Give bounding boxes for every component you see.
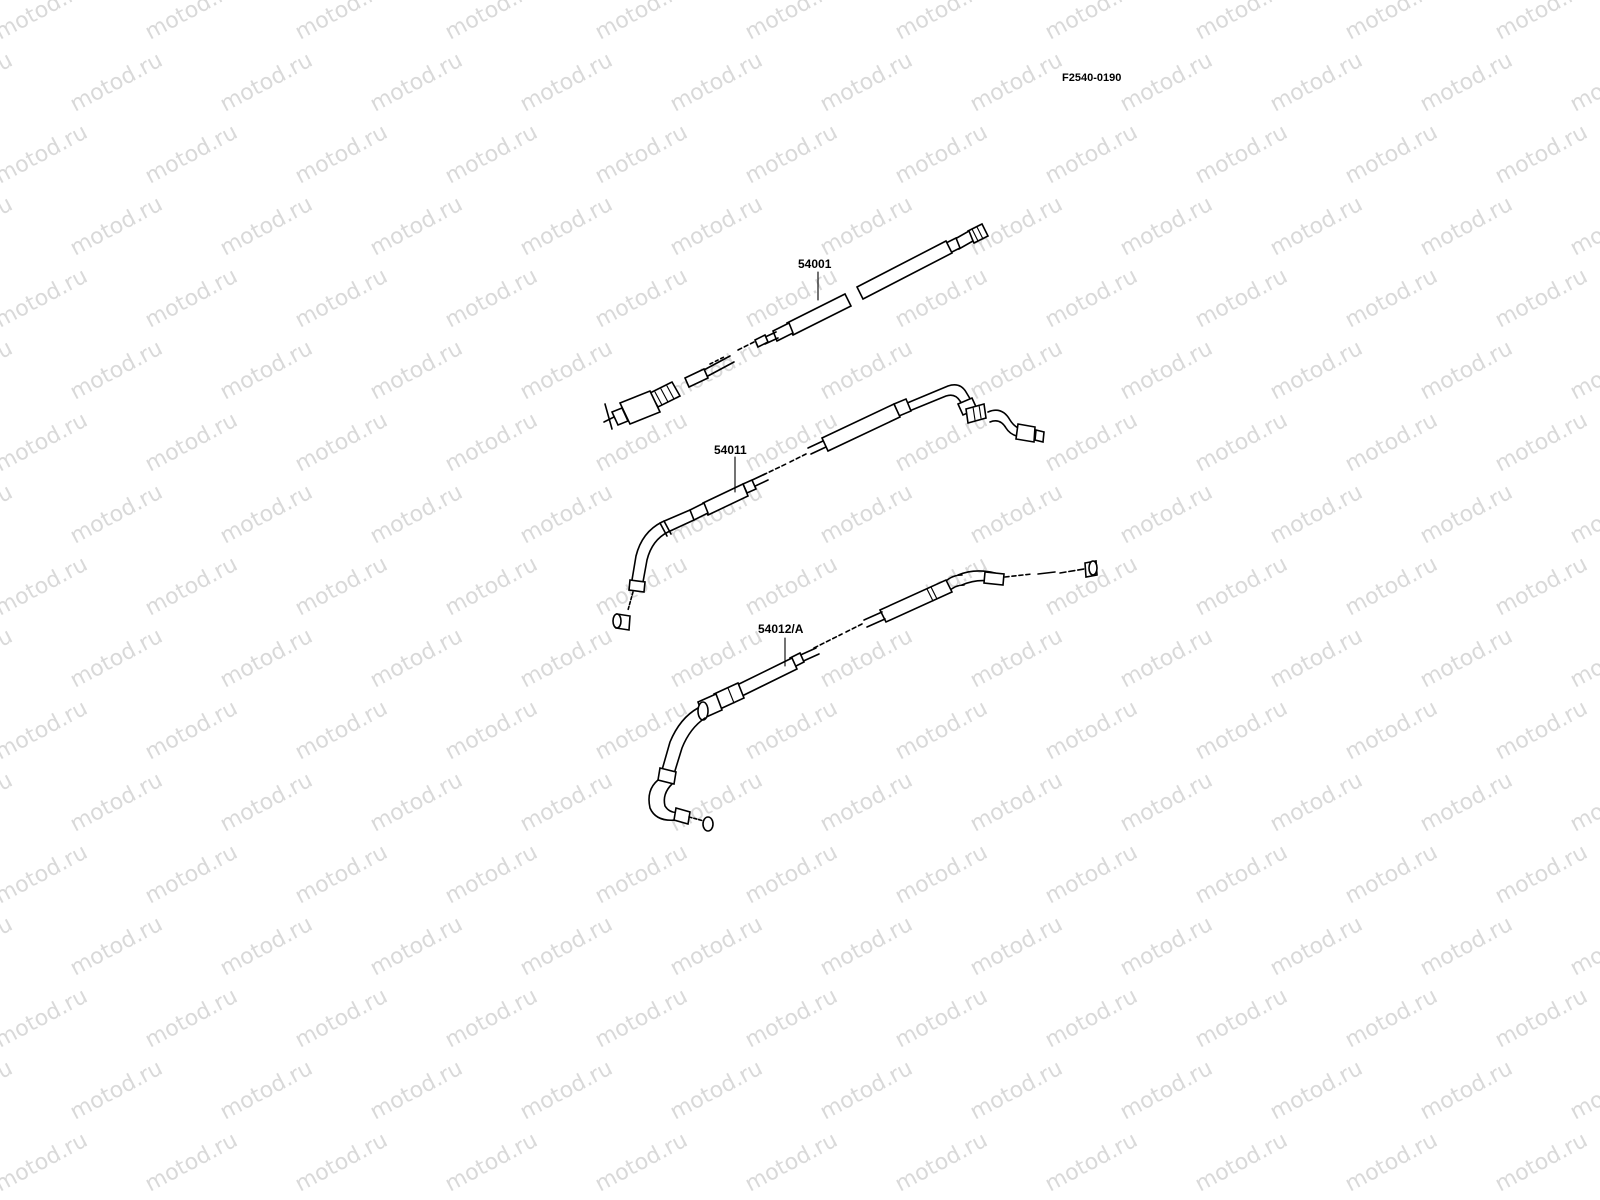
cable-54001-upper-sleeve bbox=[855, 239, 954, 301]
diagram-code: F2540-0190 bbox=[1062, 72, 1121, 84]
cable-54001[interactable]: 54001 bbox=[603, 222, 990, 430]
part-label-54001: 54001 bbox=[798, 257, 832, 271]
cable-54001-lower-fitting bbox=[603, 380, 682, 430]
cable-54012A-upper-sleeve bbox=[878, 578, 954, 624]
cable-54011-upper-sleeve bbox=[820, 402, 902, 453]
cable-54001-lower-sleeve bbox=[785, 292, 853, 337]
cable-54012A-lower-sleeve bbox=[735, 656, 799, 698]
part-label-54011: 54011 bbox=[714, 443, 747, 457]
part-label-54012A: 54012/A bbox=[758, 622, 804, 636]
cable-54012A[interactable]: 54012/A bbox=[648, 560, 1098, 832]
cable-54011-lower-sleeve bbox=[701, 482, 750, 517]
cable-54011[interactable]: 54011 bbox=[612, 384, 1045, 631]
